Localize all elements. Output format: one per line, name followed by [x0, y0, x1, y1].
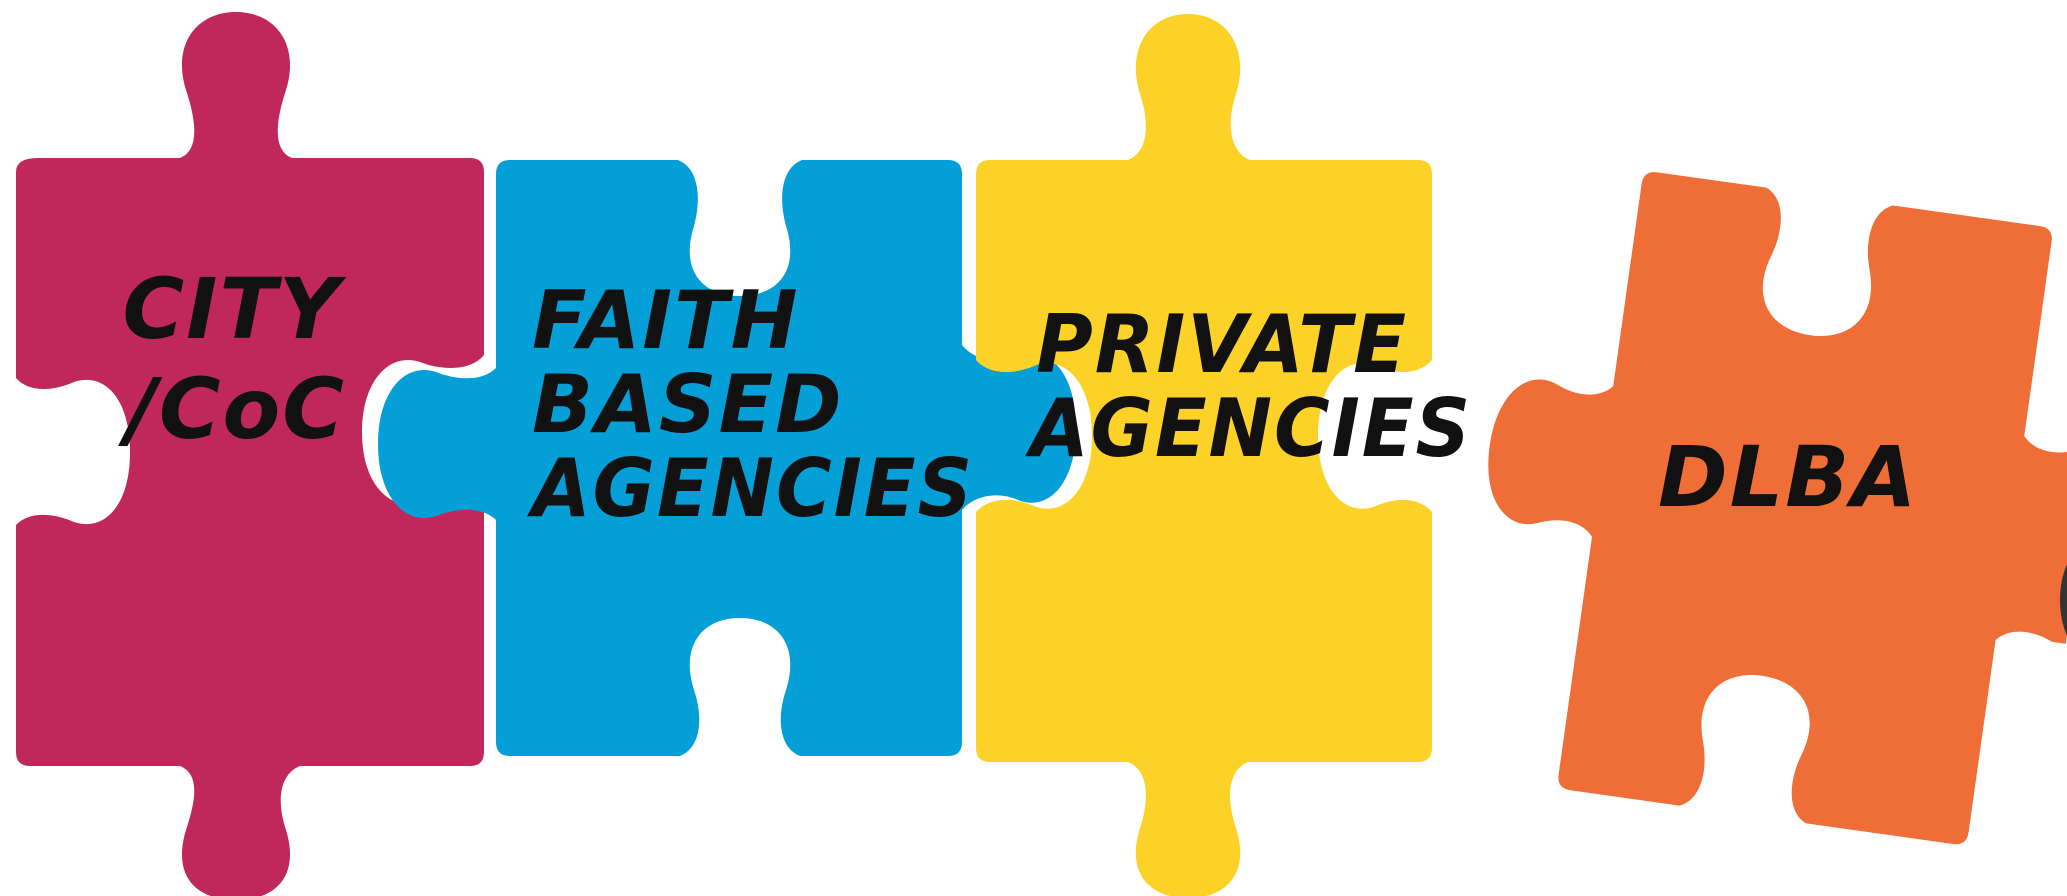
label-city: CITY /CoC [117, 260, 346, 458]
label-faith-line-2: BASED [532, 358, 844, 451]
label-faith-line-1: FAITH [532, 274, 800, 367]
label-city-line-2: /CoC [117, 360, 346, 458]
label-faith-line-3: AGENCIES [526, 442, 974, 535]
label-dlba: DLBA [1658, 428, 1918, 526]
puzzle-piece-faith [378, 160, 1076, 756]
label-private-line-1: PRIVATE [1036, 298, 1408, 391]
label-private: PRIVATE AGENCIES [1024, 298, 1472, 475]
puzzle-piece-private [976, 14, 1432, 896]
partial-piece-edge [2060, 564, 2067, 636]
label-faith: FAITH BASED AGENCIES [526, 274, 974, 535]
puzzle-piece-city [16, 12, 484, 896]
label-dlba-line-1: DLBA [1658, 428, 1918, 526]
label-private-line-2: AGENCIES [1024, 382, 1472, 475]
puzzle-piece-dlba [1488, 172, 2067, 845]
label-city-line-1: CITY [122, 260, 346, 358]
